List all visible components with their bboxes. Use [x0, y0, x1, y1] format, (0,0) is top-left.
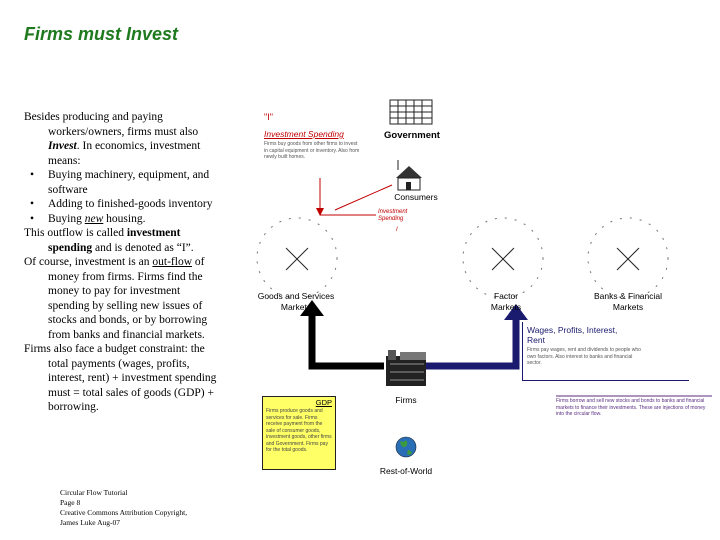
- investment-i-label: I: [396, 227, 398, 233]
- factory-icon: [386, 350, 426, 386]
- gdp-title: GDP: [315, 398, 332, 407]
- wages-box: Wages, Profits, Interest, Rent Firms pay…: [522, 322, 689, 381]
- market-circle-banks: [587, 217, 669, 299]
- i-quote-label: "I": [264, 112, 273, 122]
- text: . In economics, investment means:: [48, 140, 201, 167]
- rest-of-world-label: Rest-of-World: [379, 466, 433, 476]
- investment-spending-label: Investment Spending: [264, 129, 344, 139]
- outflow-word: out-flow: [152, 256, 192, 268]
- bullet-item: Buying new housing.: [24, 212, 220, 227]
- goods-to-firms-arrow: [300, 300, 384, 370]
- banks-markets-label: Banks & Financial Markets: [593, 291, 663, 312]
- text: This outflow is called: [24, 227, 127, 239]
- government-icon: [389, 99, 433, 125]
- invest-word: Invest: [48, 140, 77, 152]
- gdp-description: Firms produce goods and services for sal…: [266, 408, 332, 453]
- investment-spending-term: investment spending: [48, 227, 181, 254]
- footer-credits: Circular Flow Tutorial Page 8 Creative C…: [60, 488, 187, 528]
- bullet-item: Buying machinery, equipment, and softwar…: [24, 168, 220, 197]
- house-icon: [396, 160, 422, 191]
- text: Buying: [48, 212, 85, 225]
- text: Of course, investment is an: [24, 256, 153, 268]
- footer-line: Creative Commons Attribution Copyright,: [60, 508, 188, 517]
- consumers-label: Consumers: [394, 192, 438, 202]
- text: housing.: [103, 212, 146, 225]
- paragraph-outflow-name: This outflow is called investment spendi…: [24, 226, 220, 255]
- page-title: Firms must Invest: [24, 24, 179, 44]
- firms-label: Firms: [395, 395, 417, 405]
- wages-description: Firms pay wages, rent and dividends to p…: [527, 347, 641, 366]
- globe-icon: [395, 436, 417, 458]
- paragraph-invest: Besides producing and paying workers/own…: [24, 110, 220, 168]
- borrowing-description: Firms borrow and sell new stocks and bon…: [556, 398, 706, 417]
- goods-markets-label: Goods and Services Markets: [257, 291, 335, 312]
- paragraph-outflow: Of course, investment is an out-flow of …: [24, 255, 220, 342]
- footer-line: Page 8: [60, 498, 81, 507]
- market-circle-goods: [256, 217, 338, 299]
- investment-arrow: [316, 178, 393, 216]
- footer-line: James Luke Aug-07: [60, 518, 120, 527]
- government-label: Government: [384, 130, 440, 141]
- factor-markets-label: Factor Markets: [490, 291, 522, 312]
- gdp-box: GDP Firms produce goods and services for…: [262, 396, 336, 470]
- text: of money from firms. Firms find the mone…: [48, 256, 208, 341]
- text: and is denoted as “I”.: [92, 241, 194, 254]
- text: Besides producing and paying workers/own…: [24, 111, 199, 138]
- new-word: new: [84, 212, 104, 225]
- market-circle-factor: [462, 217, 544, 299]
- investment-spending-small-label: Investment Spending: [378, 209, 408, 222]
- body-text: Besides producing and paying workers/own…: [24, 110, 220, 415]
- footer-line: Circular Flow Tutorial: [60, 488, 128, 497]
- investment-description: Firms buy goods from other firms to inve…: [264, 141, 360, 160]
- bullet-item: Adding to finished-goods inventory: [24, 197, 220, 212]
- firms-to-factor-arrow: [426, 304, 528, 370]
- wages-title: Wages, Profits, Interest, Rent: [527, 325, 618, 345]
- paragraph-budget: Firms also face a budget constraint: the…: [24, 343, 217, 413]
